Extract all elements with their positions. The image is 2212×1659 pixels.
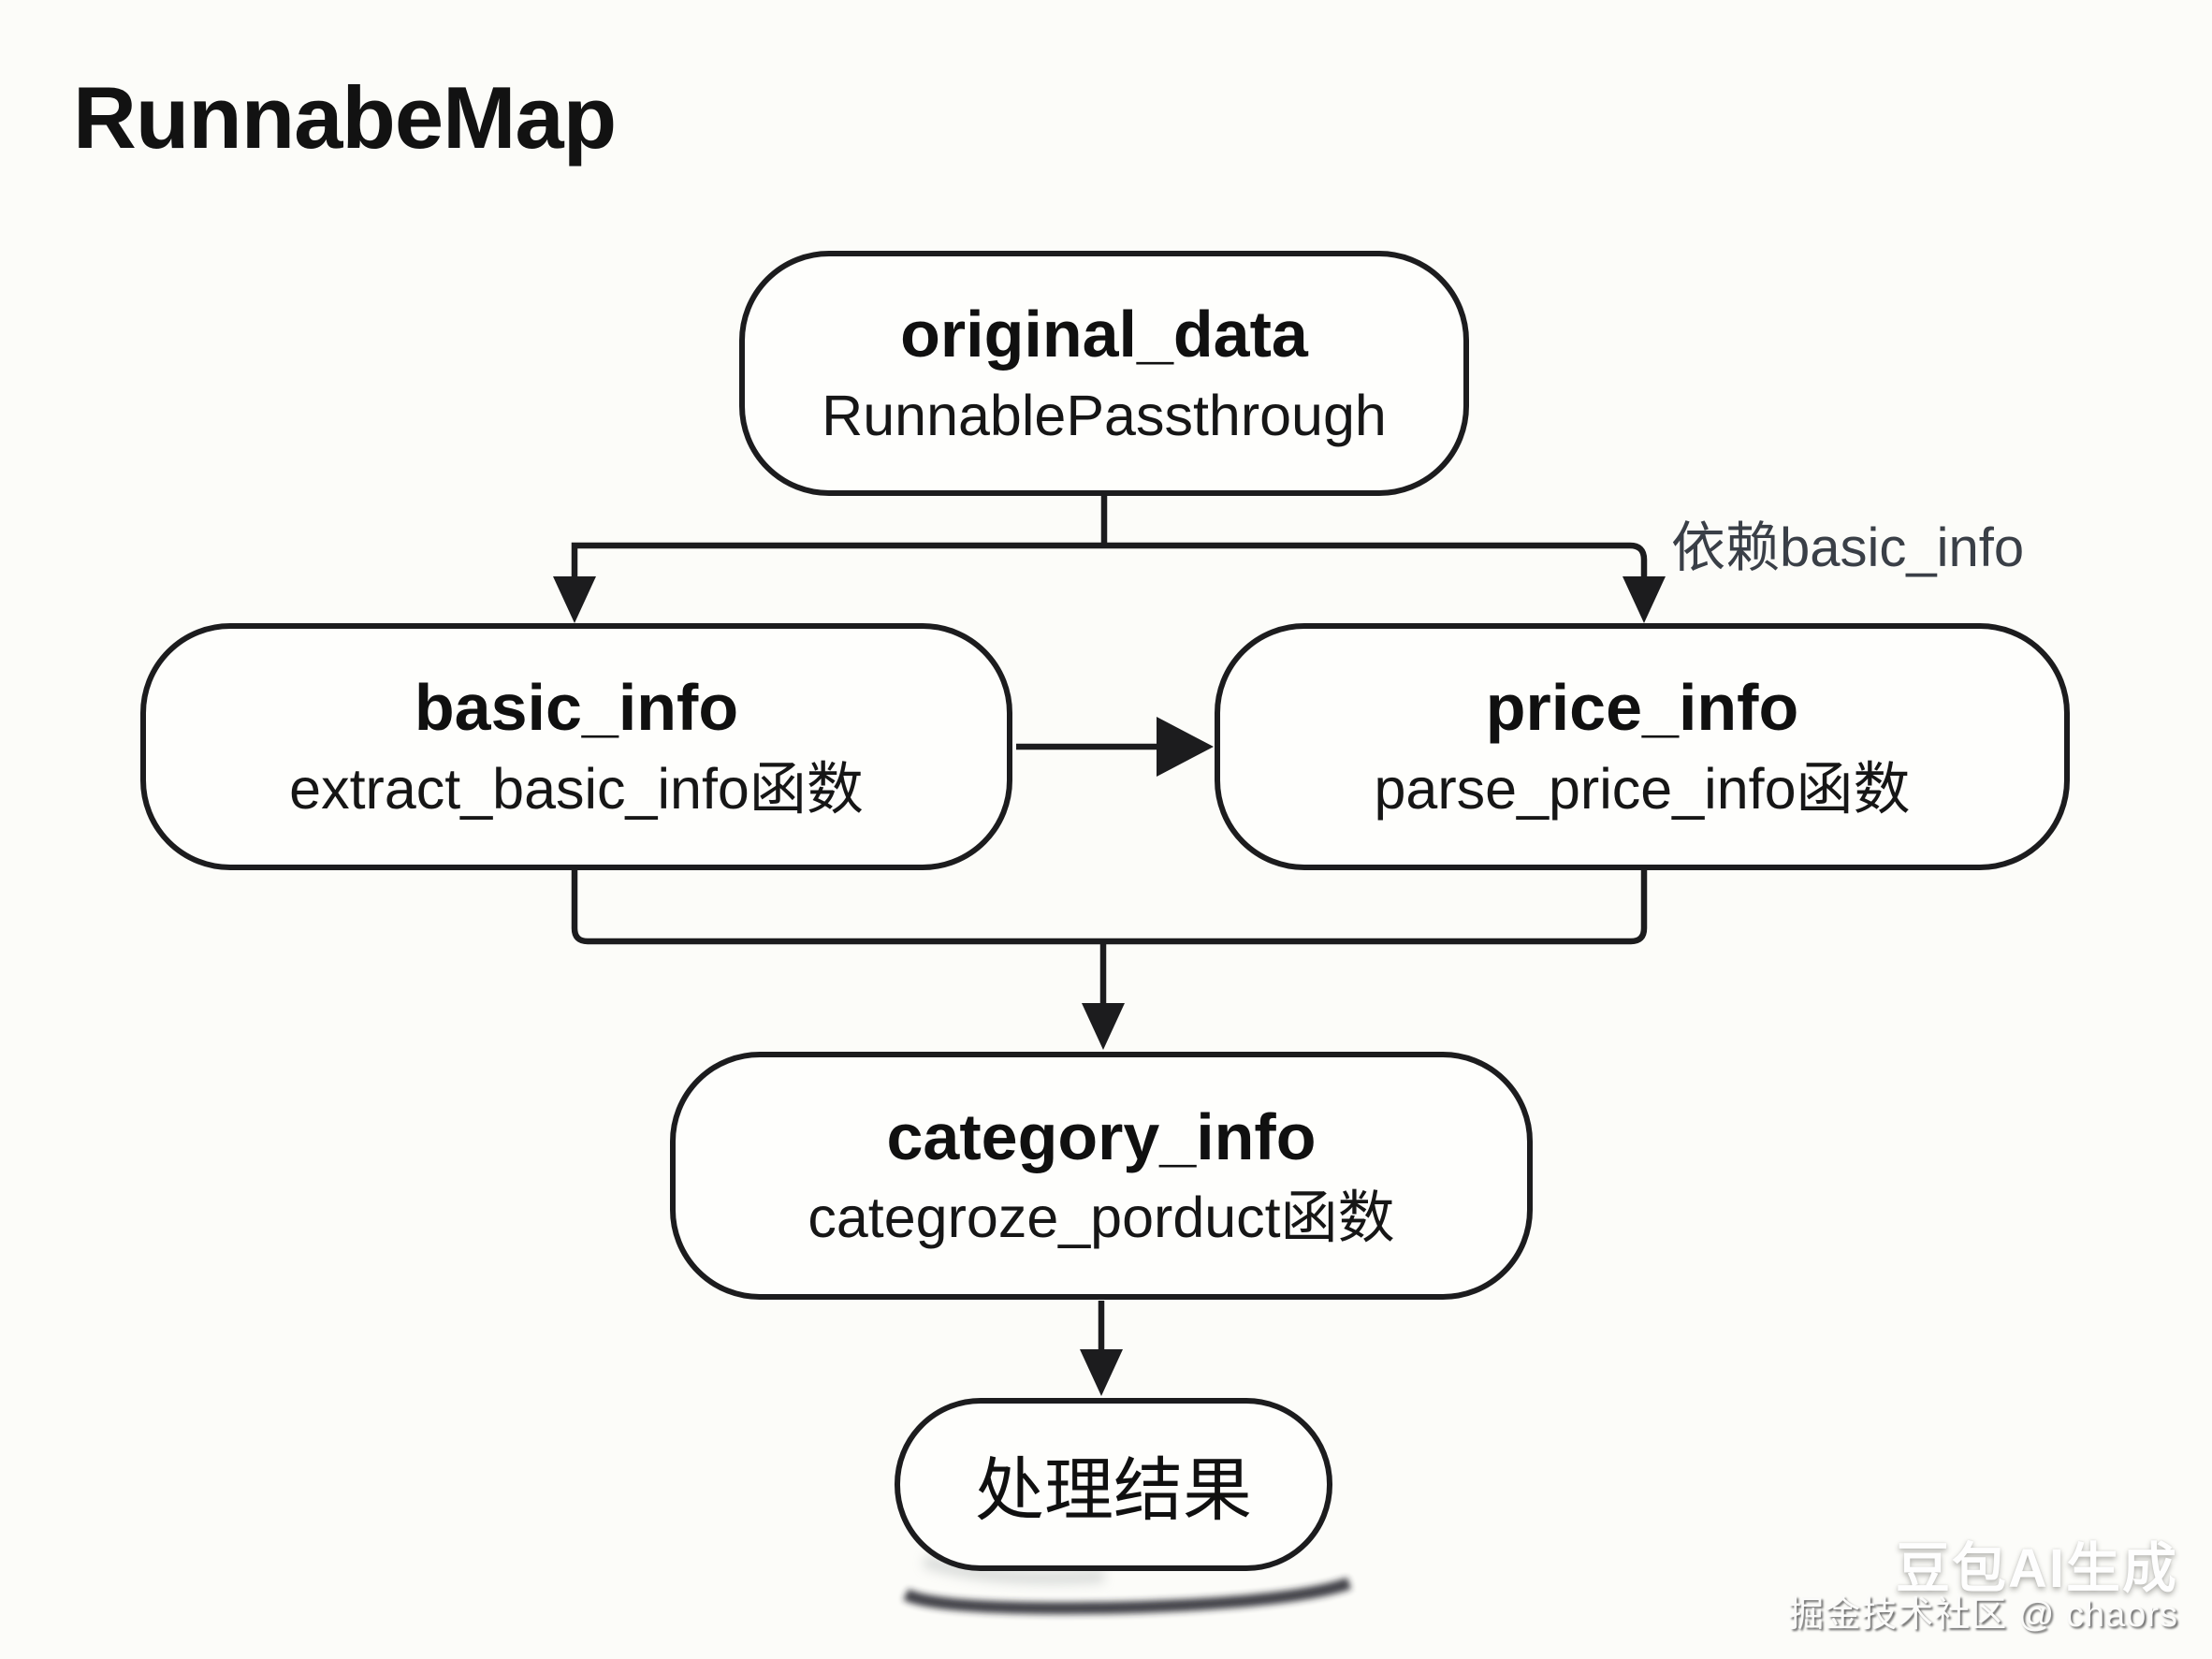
node-original-data: original_data RunnablePassthrough bbox=[739, 251, 1469, 496]
edge-label-depends-basic-info: 依赖basic_info bbox=[1671, 517, 2025, 578]
edge-split-bar bbox=[571, 542, 1648, 588]
smudge-line-dark bbox=[903, 1577, 1352, 1615]
arrowhead-to-basic-info bbox=[553, 576, 596, 623]
arrowhead-to-category-info bbox=[1082, 1003, 1125, 1050]
node-result-title: 处理结果 bbox=[975, 1451, 1252, 1529]
node-price-info: price_info parse_price_info函数 bbox=[1215, 623, 2070, 870]
node-original-data-subtitle: RunnablePassthrough bbox=[822, 383, 1387, 447]
watermark: 豆包AI生成 掘金技术社区 @ chaors bbox=[1788, 1542, 2178, 1636]
watermark-author-label: 掘金技术社区 @ chaors bbox=[1788, 1595, 2178, 1635]
node-category-info-title: category_info bbox=[886, 1099, 1317, 1173]
watermark-generator-label: 豆包AI生成 bbox=[1895, 1538, 2178, 1599]
node-result: 处理结果 bbox=[895, 1398, 1332, 1571]
node-category-info: category_info categroze_porduct函数 bbox=[670, 1052, 1533, 1300]
page-title: RunnabeMap bbox=[73, 68, 617, 167]
node-basic-info: basic_info extract_basic_info函数 bbox=[140, 623, 1012, 870]
node-price-info-subtitle: parse_price_info函数 bbox=[1374, 756, 1911, 821]
arrowhead-basic-to-price bbox=[1157, 717, 1214, 777]
node-basic-info-title: basic_info bbox=[414, 671, 739, 745]
arrowhead-to-price-info bbox=[1623, 576, 1666, 623]
node-price-info-title: price_info bbox=[1485, 671, 1799, 745]
node-category-info-subtitle: categroze_porduct函数 bbox=[808, 1186, 1395, 1250]
arrowhead-to-result bbox=[1080, 1349, 1123, 1396]
edge-join-bar bbox=[571, 870, 1648, 945]
node-basic-info-subtitle: extract_basic_info函数 bbox=[289, 756, 864, 821]
smudge-line-light bbox=[922, 1554, 1105, 1584]
node-original-data-title: original_data bbox=[900, 298, 1308, 371]
